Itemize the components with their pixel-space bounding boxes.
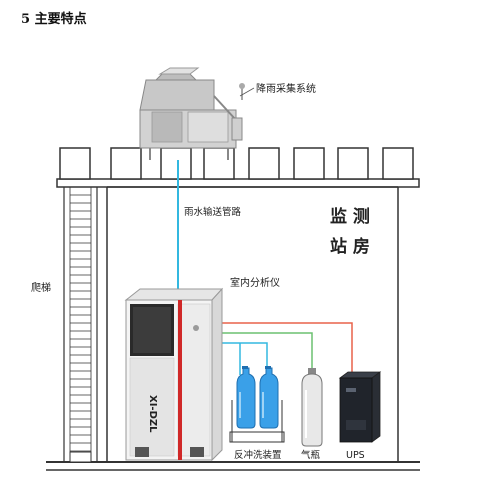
station-building [46, 186, 420, 471]
gas-line [220, 332, 313, 375]
analyzer-brand-label: XI-DZL [147, 395, 158, 433]
rain-pipe-label: 雨水输送管路 [184, 206, 242, 218]
analyzer-cabinet-icon: XI-DZL [124, 287, 224, 462]
water-bottle-icon [229, 366, 285, 443]
gas-cylinder-icon [301, 368, 323, 447]
sampler-leader [239, 87, 255, 97]
station-name-line2: 站 房 [330, 236, 370, 257]
flush-line [220, 342, 268, 375]
gas-cylinder-label: 气瓶 [301, 449, 321, 461]
power-line [220, 322, 353, 375]
flush-device-label: 反冲洗装置 [234, 449, 282, 461]
rain-sampler-label: 降雨采集系统 [256, 82, 316, 95]
station-name-line1: 监 测 [330, 206, 370, 227]
rain-sampler-icon [139, 67, 245, 160]
roof-parapet [56, 147, 420, 188]
ups-unit-icon [338, 371, 382, 443]
ladder-icon [63, 187, 98, 463]
ups-label: UPS [346, 450, 365, 461]
section-title: 5 主要特点 [21, 12, 87, 27]
ladder-label: 爬梯 [31, 281, 51, 294]
indoor-analyzer-label: 室内分析仪 [230, 276, 280, 289]
